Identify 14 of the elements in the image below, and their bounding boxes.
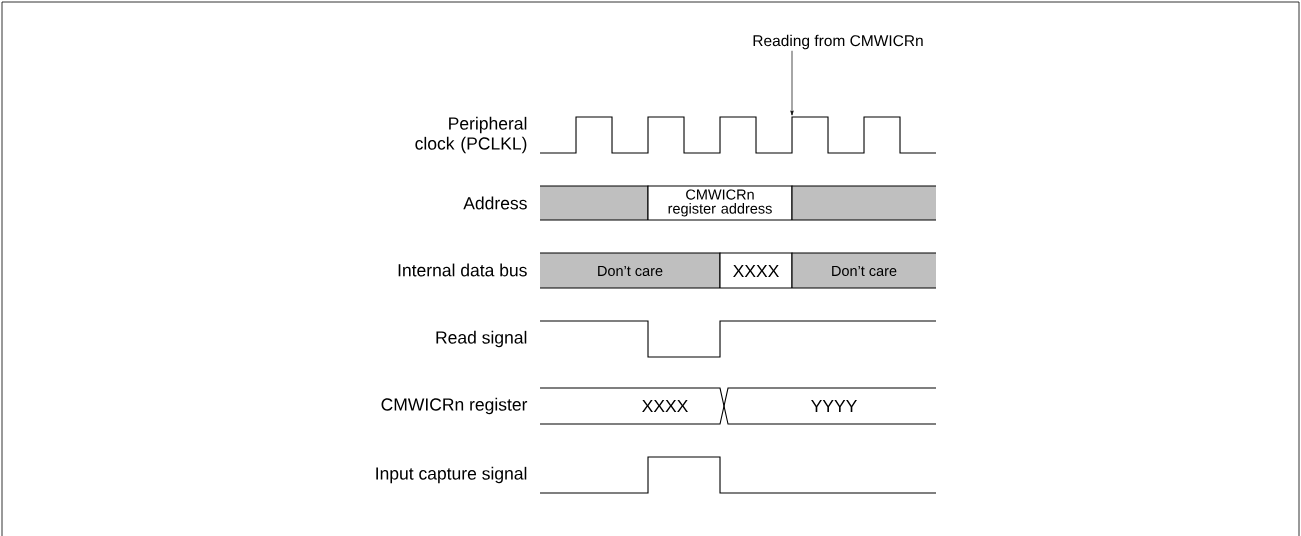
signal-label: Address: [463, 196, 527, 210]
signal-label: Input capture signal: [376, 466, 527, 484]
clock-waveform: [539, 116, 937, 154]
annotation-text: Reading from CMWICRn: [753, 34, 923, 50]
bus-value: Don’t care: [832, 265, 897, 277]
bus-value: Don’t care: [598, 265, 663, 277]
signal-label: Read signal: [436, 330, 527, 348]
bus-value: XXXX: [642, 400, 688, 413]
signal-label: CMWICRn register: [381, 397, 528, 415]
bus-value: XXXX: [733, 265, 779, 277]
bus-value: YYYY: [811, 400, 857, 413]
bus-value: CMWICRn register address: [668, 189, 772, 217]
arrow: [790, 50, 794, 116]
signal-label: Internal data bus: [398, 263, 527, 277]
